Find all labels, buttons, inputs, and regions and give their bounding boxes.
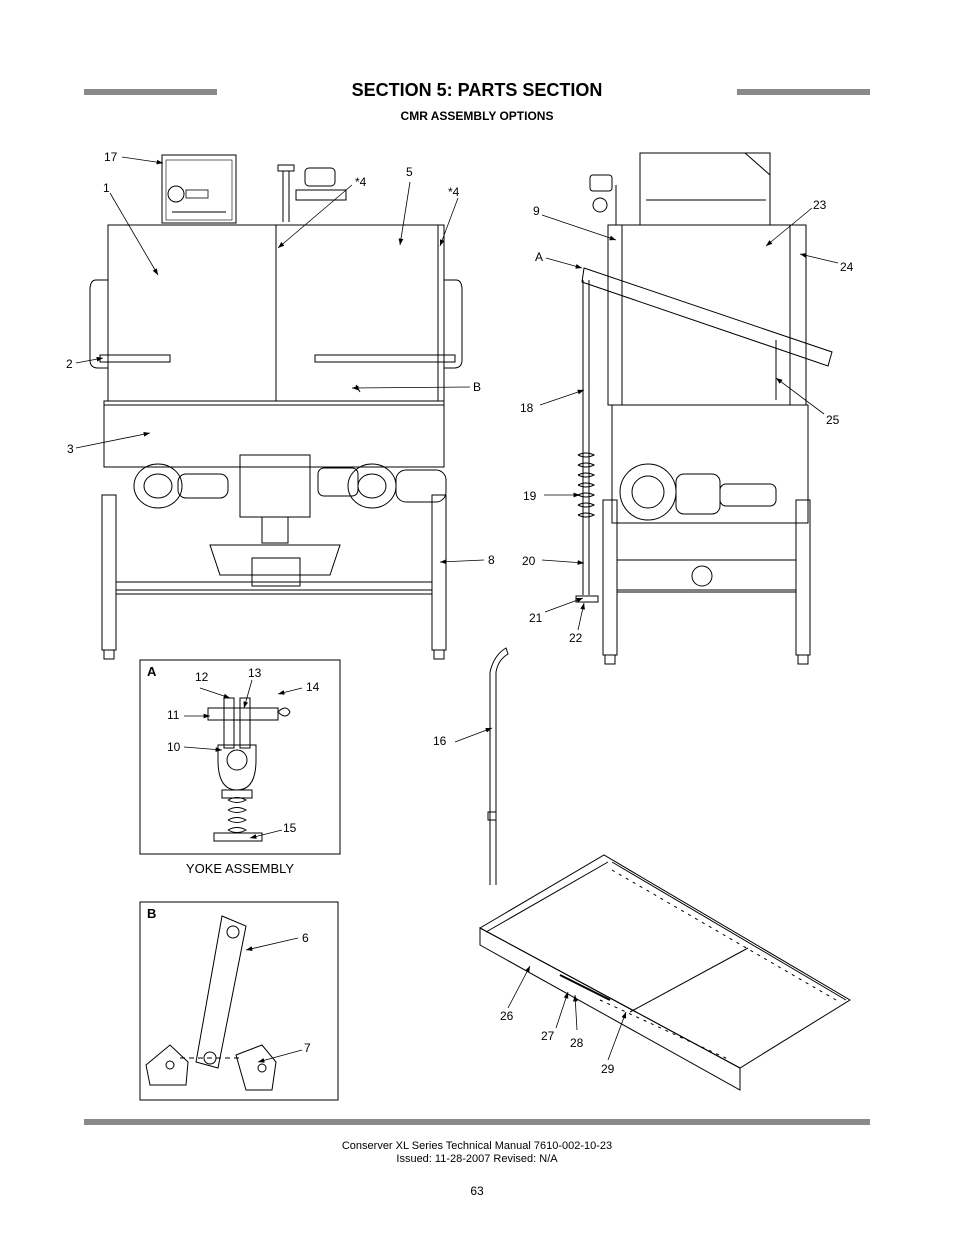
detail-b-letter: B [147,906,156,921]
callout-22: 22 [569,631,583,645]
callout-6: 6 [302,931,309,945]
callout-28: 28 [570,1036,584,1050]
callout-18: 18 [520,401,534,415]
callout-27: 27 [541,1029,555,1043]
footer-manual: Conserver XL Series Technical Manual 761… [341,1140,613,1152]
callout-23: 23 [813,198,827,212]
callout-8: 8 [488,553,495,567]
callout-4a: *4 [355,175,367,189]
front-view-machine [89,154,463,660]
page-subtitle: CMR ASSEMBLY OPTIONS [400,109,554,123]
callout-14: 14 [306,680,320,694]
page-number: 63 [470,1184,484,1198]
callout-11: 11 [167,708,180,722]
detail-box-a [139,659,341,855]
callout-1: 1 [103,181,110,195]
callout-29: 29 [601,1062,615,1076]
callout-5: 5 [406,165,413,179]
dish-tray [478,854,851,1091]
part-16-rod [487,647,509,885]
callout-24: 24 [840,260,854,274]
callout-b: B [473,380,481,394]
callout-26: 26 [500,1009,514,1023]
callout-9: 9 [533,204,540,218]
callout-labels: 17 1 *4 5 *4 2 B 3 8 9 23 A 24 18 25 19 … [66,150,854,1076]
callout-10: 10 [167,740,181,754]
callout-a: A [535,250,543,264]
callout-12: 12 [195,670,209,684]
callout-17: 17 [104,150,118,164]
callout-15: 15 [283,821,297,835]
callout-21: 21 [529,611,543,625]
callout-13: 13 [248,666,262,680]
detail-box-b [139,901,339,1101]
side-view-machine [575,152,833,665]
callout-20: 20 [522,554,536,568]
detail-a-letter: A [147,664,157,679]
leader-lines [75,156,839,1063]
page-title: SECTION 5: PARTS SECTION [351,80,603,100]
header-rule-right [737,89,870,95]
callout-3: 3 [67,442,74,456]
footer-rule [84,1119,870,1125]
footer-issued: Issued: 11-28-2007 Revised: N/A [396,1153,558,1165]
header-rule-left [84,89,217,95]
callout-19: 19 [523,489,537,503]
callout-16: 16 [433,734,447,748]
callout-4b: *4 [448,185,460,199]
callout-7: 7 [304,1041,311,1055]
callout-25: 25 [826,413,840,427]
callout-2: 2 [66,357,73,371]
yoke-assembly-caption: YOKE ASSEMBLY [185,861,295,876]
